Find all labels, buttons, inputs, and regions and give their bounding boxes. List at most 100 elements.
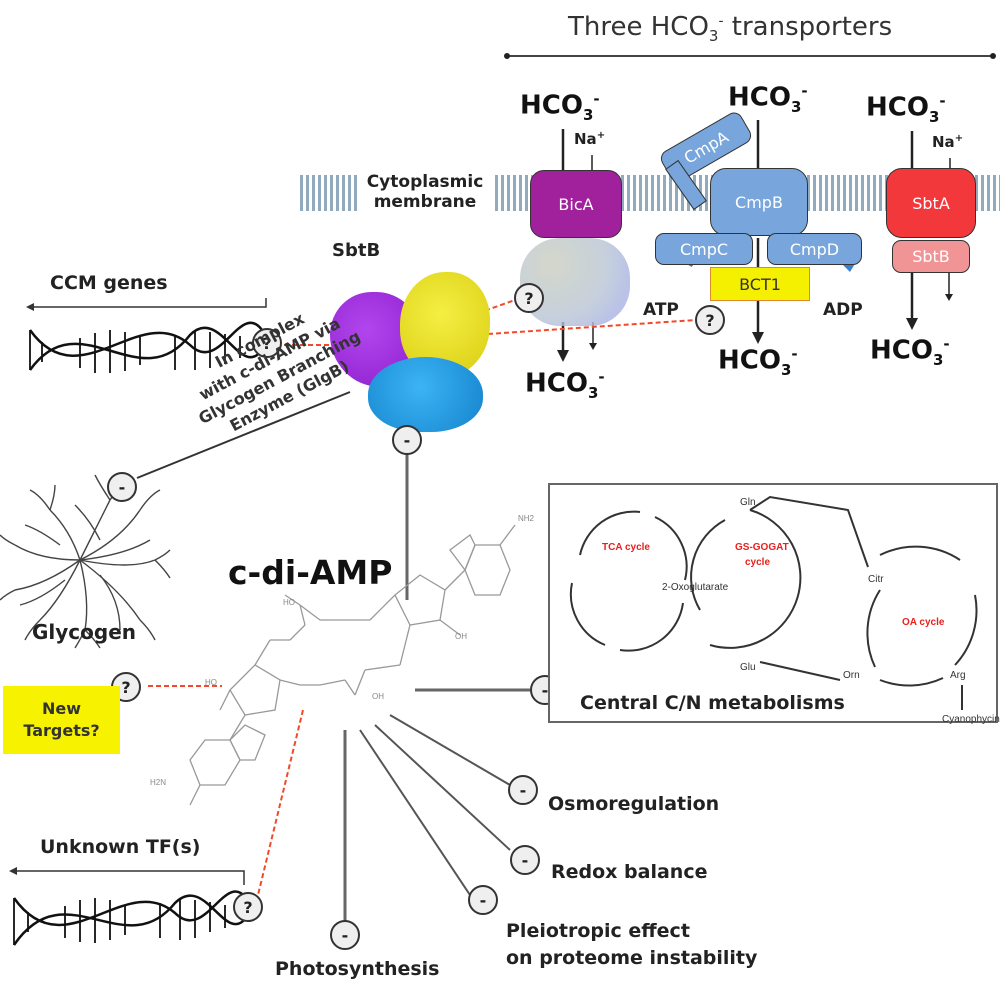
header-bracket-end-right [990, 53, 996, 59]
bct1-box: BCT1 [710, 267, 810, 301]
metabolite-arg: Arg [950, 670, 966, 681]
tca-arc-1 [579, 510, 641, 556]
tca-arc-2 [654, 516, 688, 581]
hco3-sbta-in: HCO3- [866, 92, 946, 126]
atp-label: ATP [643, 300, 679, 320]
bct1-label: BCT1 [739, 274, 781, 294]
metabolite-glu: Glu [740, 662, 756, 673]
membrane-label: Cytoplasmic membrane [355, 172, 495, 212]
na-sup: + [954, 133, 964, 144]
hco3-sub: 3 [582, 105, 594, 124]
bica-sbtb-complex-structure [520, 238, 630, 326]
membrane-label-line1: Cytoplasmic [366, 172, 484, 192]
glycogen-inhibit-marker: - [107, 472, 137, 502]
question-icon: ? [524, 288, 534, 308]
na-sup: + [596, 130, 606, 141]
oa-cycle-label: OA cycle [902, 617, 945, 628]
cmpb-label: CmpB [735, 192, 783, 212]
adp-label: ADP [823, 300, 863, 320]
atom-label: OH [455, 632, 467, 641]
minus-icon: - [521, 850, 529, 870]
atom-label: NH2 [518, 514, 535, 523]
header-title-suffix: transporters [723, 12, 893, 42]
glycogen-drawing [0, 474, 171, 649]
minus-icon: - [118, 477, 126, 497]
question-icon: ? [121, 677, 131, 697]
header-title-sub: 3 [708, 27, 719, 46]
tca-arc-3 [619, 602, 684, 652]
metabolism-title: Central C/N metabolisms [580, 692, 845, 714]
tf-arrow-line [14, 870, 245, 885]
metabolite-gln: Gln [740, 497, 756, 508]
osmoregulation-inhibit-marker: - [508, 775, 538, 805]
sbtb-protein-structure [330, 272, 495, 432]
hco3-base: HCO [718, 345, 781, 376]
bica-label: BicA [558, 194, 594, 214]
na-sbta: Na+ [932, 133, 963, 151]
hco3-base: HCO [520, 90, 583, 121]
hco3-sub: 3 [928, 107, 940, 126]
atom-label: OH [372, 692, 384, 701]
tf-arrowhead [9, 867, 17, 875]
ccm-unknown-marker: ? [252, 328, 282, 358]
cmpc-protein: CmpC [655, 233, 753, 265]
metabolism-cycles: TCA cycle GS-GOGAT cycle OA cycle Gln 2-… [569, 495, 1000, 725]
dna-helix-tf [12, 890, 247, 946]
ccm-genes-label: CCM genes [50, 272, 168, 294]
sbta-label: SbtA [912, 193, 950, 213]
cmpb-protein: CmpB [710, 168, 808, 236]
header-title: Three HCO3- transporters [568, 12, 892, 45]
na-text: Na [574, 130, 597, 148]
metabolite-citr: Citr [868, 574, 884, 585]
minus-icon: - [341, 925, 349, 945]
hco3-bct1-out: HCO3- [718, 345, 798, 379]
sbta-hco3-arrowhead [906, 318, 918, 330]
bica-na-arrowhead [589, 343, 597, 350]
hco3-sbta-out: HCO3- [870, 335, 950, 369]
gs-arc-1 [690, 519, 726, 611]
metabolite-2-oxoglutarate: 2-Oxoglutarate [662, 582, 729, 593]
hco3-base: HCO [525, 368, 588, 399]
oa-arc-2 [954, 594, 978, 666]
hco3-sup: - [791, 345, 798, 363]
minus-icon: - [519, 780, 527, 800]
gln-citr-line [749, 495, 869, 568]
glycogen-link-line [136, 391, 351, 479]
oa-arc-1 [879, 545, 961, 561]
sbtb-small-protein: SbtB [892, 240, 970, 273]
hco3-sub: 3 [932, 350, 944, 369]
hco3-sup: - [598, 368, 605, 386]
oa-arc-4 [866, 589, 881, 668]
cmpd-label: CmpD [789, 239, 840, 259]
pleiotropic-line2: on proteome instability [506, 947, 758, 969]
membrane-label-line2: membrane [373, 192, 477, 212]
new-targets-box: New Targets? [3, 686, 120, 754]
cmpd-protein: CmpD [767, 233, 862, 265]
bica-unknown-marker: ? [514, 283, 544, 313]
ccm-arrowhead [26, 303, 34, 311]
photosynthesis-label: Photosynthesis [275, 958, 440, 980]
tf-unknown-marker: ? [233, 892, 263, 922]
hco3-sup: - [801, 82, 808, 100]
cdiamp-structure [189, 524, 516, 806]
header-bracket-end-left [504, 53, 510, 59]
dna-helix-ccm [28, 321, 264, 373]
header-title-sup: - [718, 13, 724, 30]
osmoregulation-link-line [389, 714, 511, 786]
hco3-sub: 3 [780, 360, 792, 379]
ccm-arrow-line [32, 298, 267, 308]
tca-cycle-label: TCA cycle [602, 542, 650, 553]
atom-label: HO [205, 678, 217, 687]
atom-label: H2N [150, 778, 167, 787]
tca-arc-4 [569, 582, 606, 646]
new-targets-line1: New [41, 699, 82, 718]
atom-label: HO [283, 598, 295, 607]
pleiotropic-link-line [359, 729, 471, 896]
unknown-tf-label: Unknown TF(s) [40, 836, 201, 858]
gs-arc-2 [709, 509, 802, 649]
hco3-bct1-in: HCO3- [728, 82, 808, 116]
oa-arc-3 [879, 677, 944, 687]
photosynthesis-inhibit-marker: - [330, 920, 360, 950]
sbta-na-arrowhead [945, 294, 953, 301]
question-icon: ? [705, 310, 715, 330]
